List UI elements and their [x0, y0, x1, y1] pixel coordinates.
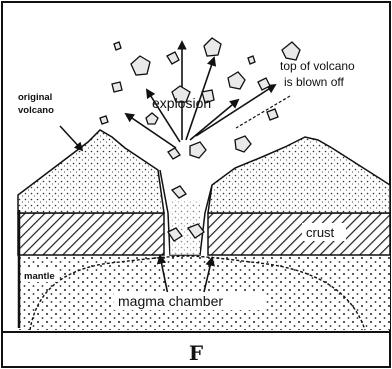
label-top-of-volcano-line1: top of volcano [280, 59, 355, 73]
label-mantle: mantle [24, 271, 55, 282]
original-volcano-pointer [60, 126, 82, 150]
label-original-volcano-line2: volcano [18, 105, 54, 116]
crust-layer-right [208, 213, 390, 255]
label-magma-chamber: magma chamber [118, 293, 223, 309]
top-blown-leader [236, 96, 290, 128]
volcano-flank-left [18, 130, 164, 213]
label-explosion: explosion [152, 95, 211, 111]
label-crust: crust [306, 225, 335, 240]
figure-letter: F [189, 341, 203, 365]
crust-layer-left [18, 213, 164, 255]
label-top-of-volcano-line2: is blown off [284, 75, 344, 89]
label-original-volcano-line1: original [18, 92, 52, 103]
